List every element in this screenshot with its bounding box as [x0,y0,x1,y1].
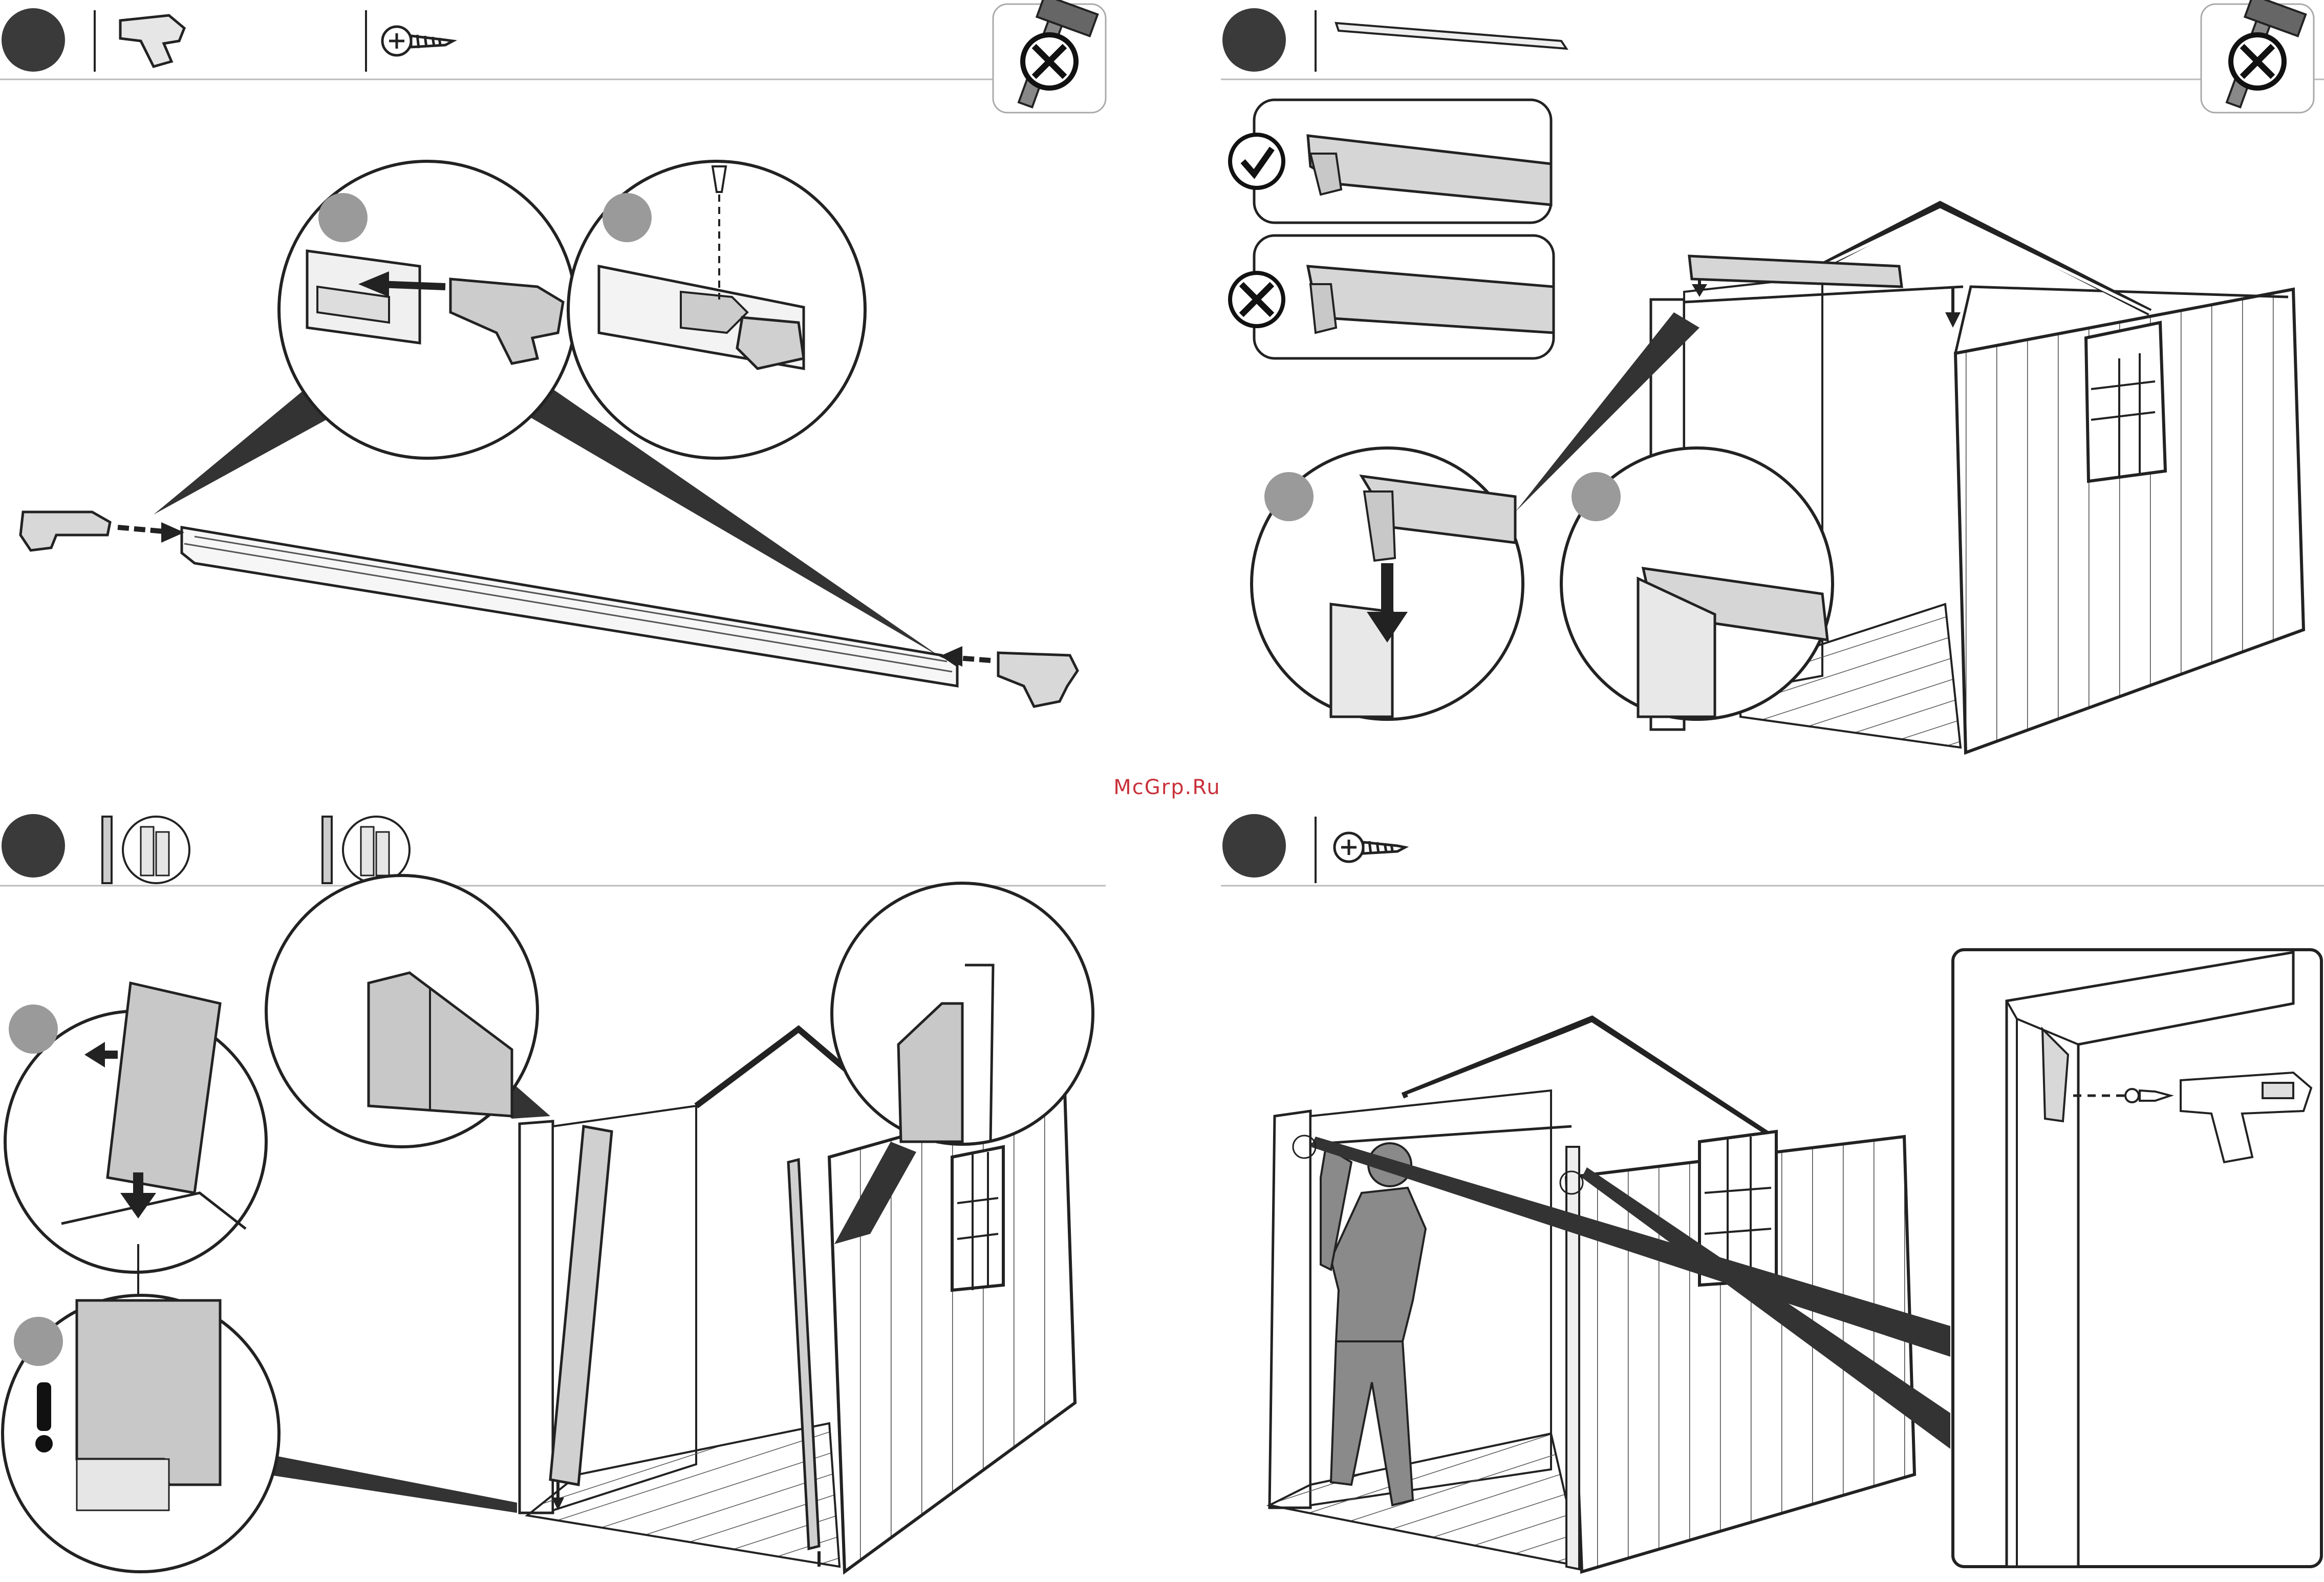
detail-inset-beam-seated [1561,448,1833,719]
step-panel-3 [0,814,1106,1572]
step-number-badge [1222,814,1286,878]
detail-inset-screw-fix [568,161,865,458]
detail-inset-post-base [3,1295,517,1572]
detail-marker [1572,472,1621,521]
screw-part-icon [382,27,453,55]
step-panel-4 [1221,814,2324,1572]
door-post-left-part-icon [102,817,189,883]
detail-marker [9,1004,58,1054]
step-panel-1 [0,0,1106,707]
no-hammer-icon [2201,0,2314,113]
right-bracket-drawing [998,653,1078,707]
step-number-badge [1222,8,1286,72]
corner-bracket-part-icon [120,15,184,67]
check-icon [1230,135,1283,188]
detail-marker [14,1317,63,1366]
correct-orientation-box [1230,100,1551,223]
wrong-orientation-box [1230,236,1554,358]
detail-marker [1264,472,1314,521]
warning-icon [35,1382,53,1452]
door-post-right-part-icon [322,817,410,883]
step-number-badge [2,8,65,72]
roof-beam-drawing [182,527,957,686]
insert-arrow-left [118,522,184,543]
screw-part-icon [1335,833,1405,862]
detail-marker [318,193,368,242]
step-number-badge [2,814,65,878]
step-panel-2 [1221,0,2324,753]
watermark: McGrp.Ru [1101,776,1234,799]
roof-beam-part-icon [1336,23,1566,49]
detail-inset-screw-drill [1953,950,2321,1567]
detail-inset-post-insert [5,983,266,1272]
no-hammer-icon [993,0,1106,113]
detail-inset-post-top-left [266,875,550,1147]
detail-marker [602,193,652,242]
left-bracket-drawing [20,512,110,550]
